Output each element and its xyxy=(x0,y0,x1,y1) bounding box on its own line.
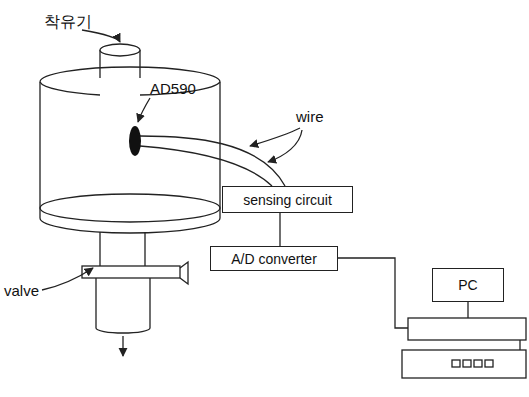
ad590-sensor xyxy=(129,126,141,156)
data-wire xyxy=(338,258,408,328)
part-label: wire xyxy=(296,108,324,125)
outlet-rim xyxy=(96,328,150,333)
valve-flange xyxy=(82,266,180,278)
pipe xyxy=(100,232,145,266)
part-label: valve xyxy=(4,282,39,299)
sensor-wire xyxy=(140,146,272,186)
sensor-label: AD590 xyxy=(150,80,196,97)
inner-disk xyxy=(40,194,220,222)
box-label: sensing circuit xyxy=(243,192,332,208)
flow-arrow xyxy=(122,336,123,356)
valve-knob xyxy=(180,262,188,284)
cylinder-bottom xyxy=(40,218,220,233)
outlet-pipe xyxy=(96,278,150,328)
keyboard xyxy=(402,350,526,378)
sensor-wire xyxy=(140,136,285,186)
box-label: A/D converter xyxy=(231,251,317,267)
leader-arrow xyxy=(42,268,93,290)
cylinder-top xyxy=(40,67,220,82)
box-label: PC xyxy=(458,277,477,293)
computer-body xyxy=(408,318,526,340)
leader-arrow xyxy=(268,130,302,162)
leader-arrow xyxy=(250,128,300,146)
key xyxy=(463,360,471,367)
key xyxy=(485,360,493,367)
cap-top xyxy=(100,44,140,56)
key xyxy=(474,360,482,367)
keyboard-keys xyxy=(452,360,493,367)
process-box: A/D converter xyxy=(210,246,338,271)
process-box: sensing circuit xyxy=(222,186,353,213)
part-name: 착유기 xyxy=(44,12,92,33)
monitor-box: PC xyxy=(432,268,504,302)
leader-arrow xyxy=(138,98,150,122)
keyboard-cable xyxy=(519,340,520,350)
monitor-stand xyxy=(467,302,468,318)
leader-arrow xyxy=(82,30,120,42)
key xyxy=(452,360,460,367)
signal-wire xyxy=(279,213,280,246)
